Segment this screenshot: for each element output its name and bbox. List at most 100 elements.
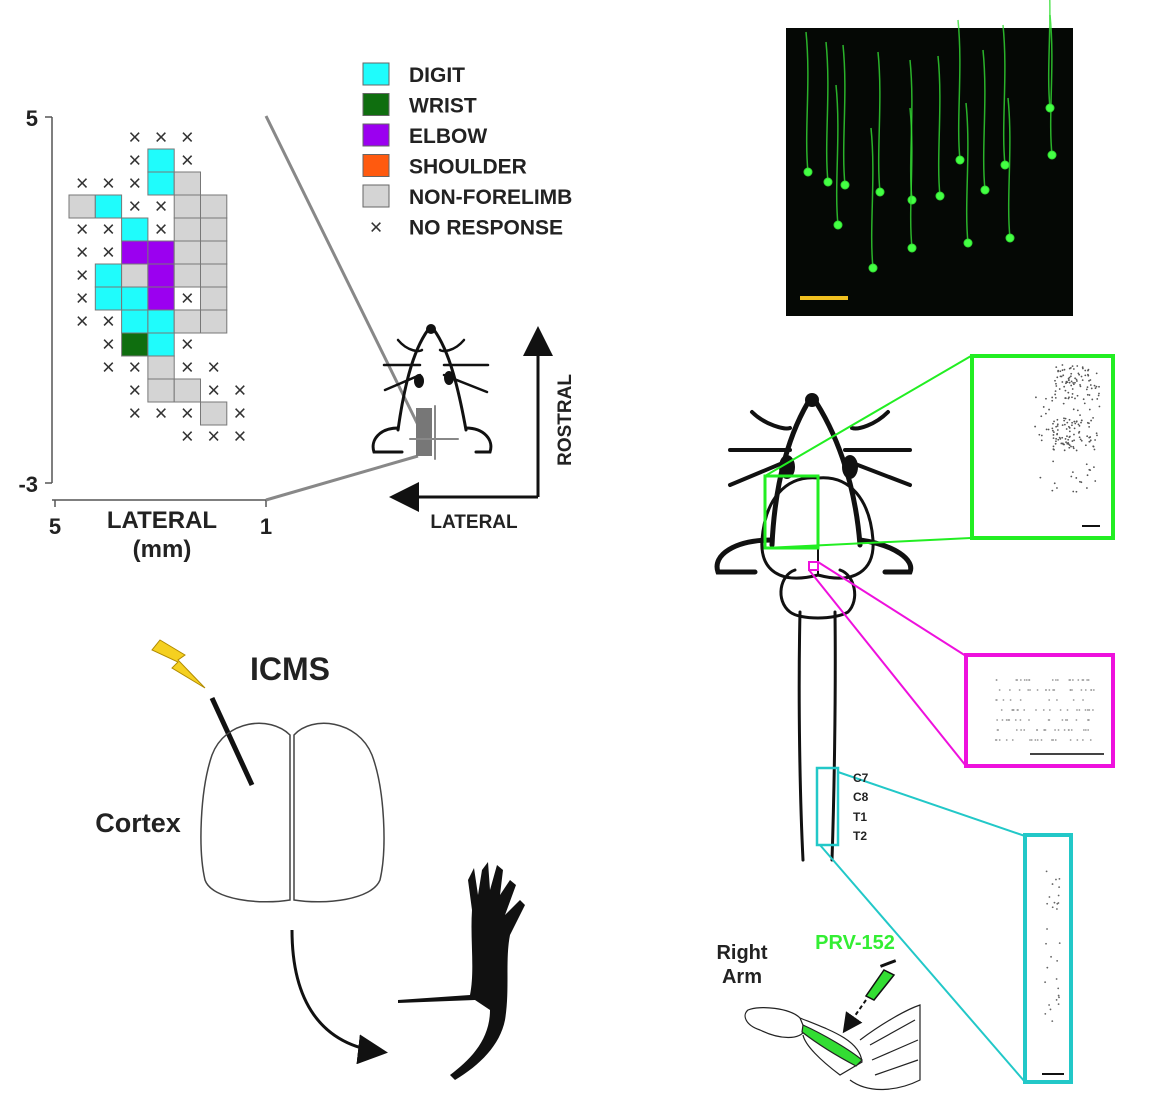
no-response-mark: × [76, 286, 89, 311]
map-cell [94, 194, 123, 219]
map-cell [121, 217, 149, 242]
mouse-brain-diagram [714, 393, 914, 862]
map-cell [94, 286, 123, 311]
no-response-mark: × [76, 263, 89, 288]
map-cell [147, 240, 175, 265]
no-response-mark: × [76, 240, 89, 265]
map-cell [200, 309, 228, 334]
legend-label: WRIST [409, 95, 477, 118]
legend-x-symbol: × [370, 215, 383, 240]
map-cell [147, 171, 175, 196]
motor-map-grid: ×××××××××××××××××××××××××××××××××××× [68, 125, 247, 449]
syringe-icon [842, 959, 897, 1034]
brainstem-inset [808, 561, 1115, 768]
legend-swatch [362, 184, 390, 208]
no-response-mark: × [181, 424, 194, 449]
map-cell [147, 148, 175, 173]
fluorescence-micrograph [786, 0, 1073, 316]
no-response-mark: × [181, 125, 194, 150]
tracer-label: PRV-152 [815, 932, 895, 954]
no-response-mark: × [128, 148, 141, 173]
no-response-mark: × [102, 217, 115, 242]
orientation-arrows: ROSTRAL LATERAL [389, 326, 576, 533]
no-response-mark: × [155, 194, 168, 219]
no-response-mark: × [128, 125, 141, 150]
map-axes: 5 -3 5 1 LATERAL (mm) [18, 106, 272, 563]
no-response-mark: × [234, 378, 247, 403]
map-cell [121, 286, 149, 311]
map-cell [68, 194, 96, 219]
no-response-mark: × [207, 378, 220, 403]
legend-label: ELBOW [409, 125, 487, 148]
spinal-levels: C7 C8 T1 T2 [853, 771, 869, 843]
map-cell [147, 355, 175, 380]
no-response-mark: × [181, 401, 194, 426]
projection-line [265, 454, 419, 502]
x-tick-right: 1 [260, 514, 272, 539]
electrode [209, 696, 255, 787]
map-cell [147, 263, 175, 288]
legend-label: NO RESPONSE [409, 217, 563, 240]
lightning-bolt-icon [151, 639, 206, 689]
legend-swatch [362, 93, 390, 116]
map-cell [173, 240, 201, 265]
curved-arrow [290, 929, 388, 1065]
no-response-mark: × [76, 217, 89, 242]
no-response-mark: × [234, 424, 247, 449]
no-response-mark: × [102, 240, 115, 265]
no-response-mark: × [234, 401, 247, 426]
map-cell [173, 378, 201, 403]
no-response-mark: × [102, 355, 115, 380]
icms-title: ICMS [250, 651, 330, 687]
map-cell [173, 217, 201, 242]
no-response-mark: × [128, 355, 141, 380]
limb-label-line2: Arm [722, 966, 762, 988]
no-response-mark: × [181, 286, 194, 311]
no-response-mark: × [76, 171, 89, 196]
arm-illustration [744, 1004, 921, 1091]
map-cell [200, 240, 228, 265]
no-response-mark: × [181, 332, 194, 357]
legend-label: DIGIT [409, 64, 465, 87]
legend-label: NON-FORELIMB [409, 186, 572, 209]
rostral-label: ROSTRAL [555, 374, 576, 466]
no-response-mark: × [128, 171, 141, 196]
map-cell [173, 309, 201, 334]
lateral-label: LATERAL [430, 512, 518, 533]
map-cell [121, 309, 149, 334]
no-response-mark: × [155, 401, 168, 426]
map-cell [200, 401, 228, 426]
legend-swatch [362, 123, 390, 147]
map-cell [147, 332, 175, 357]
no-response-mark: × [128, 194, 141, 219]
no-response-mark: × [207, 424, 220, 449]
no-response-mark: × [155, 217, 168, 242]
legend-swatch [362, 62, 390, 86]
map-cell [173, 171, 201, 196]
level-c7: C7 [853, 771, 869, 785]
legend-swatch [362, 154, 390, 177]
limb-label-line1: Right [716, 942, 767, 964]
no-response-mark: × [76, 309, 89, 334]
y-tick-bottom: -3 [18, 472, 38, 497]
map-cell [147, 286, 175, 311]
level-t2: T2 [853, 829, 867, 843]
no-response-mark: × [181, 148, 194, 173]
x-tick-left: 5 [49, 514, 61, 539]
no-response-mark: × [207, 355, 220, 380]
map-cell [173, 263, 201, 288]
no-response-mark: × [128, 401, 141, 426]
paw-silhouette [398, 862, 525, 1080]
map-cell [147, 309, 175, 334]
y-tick-top: 5 [26, 106, 38, 131]
map-cell [147, 378, 175, 403]
map-cell [121, 240, 149, 265]
level-c8: C8 [853, 790, 869, 804]
no-response-mark: × [128, 378, 141, 403]
level-t1: T1 [853, 810, 867, 824]
map-cell [200, 194, 228, 219]
brain-outline [200, 722, 385, 903]
spinal-cord-inset [815, 766, 1073, 1084]
no-response-mark: × [102, 309, 115, 334]
